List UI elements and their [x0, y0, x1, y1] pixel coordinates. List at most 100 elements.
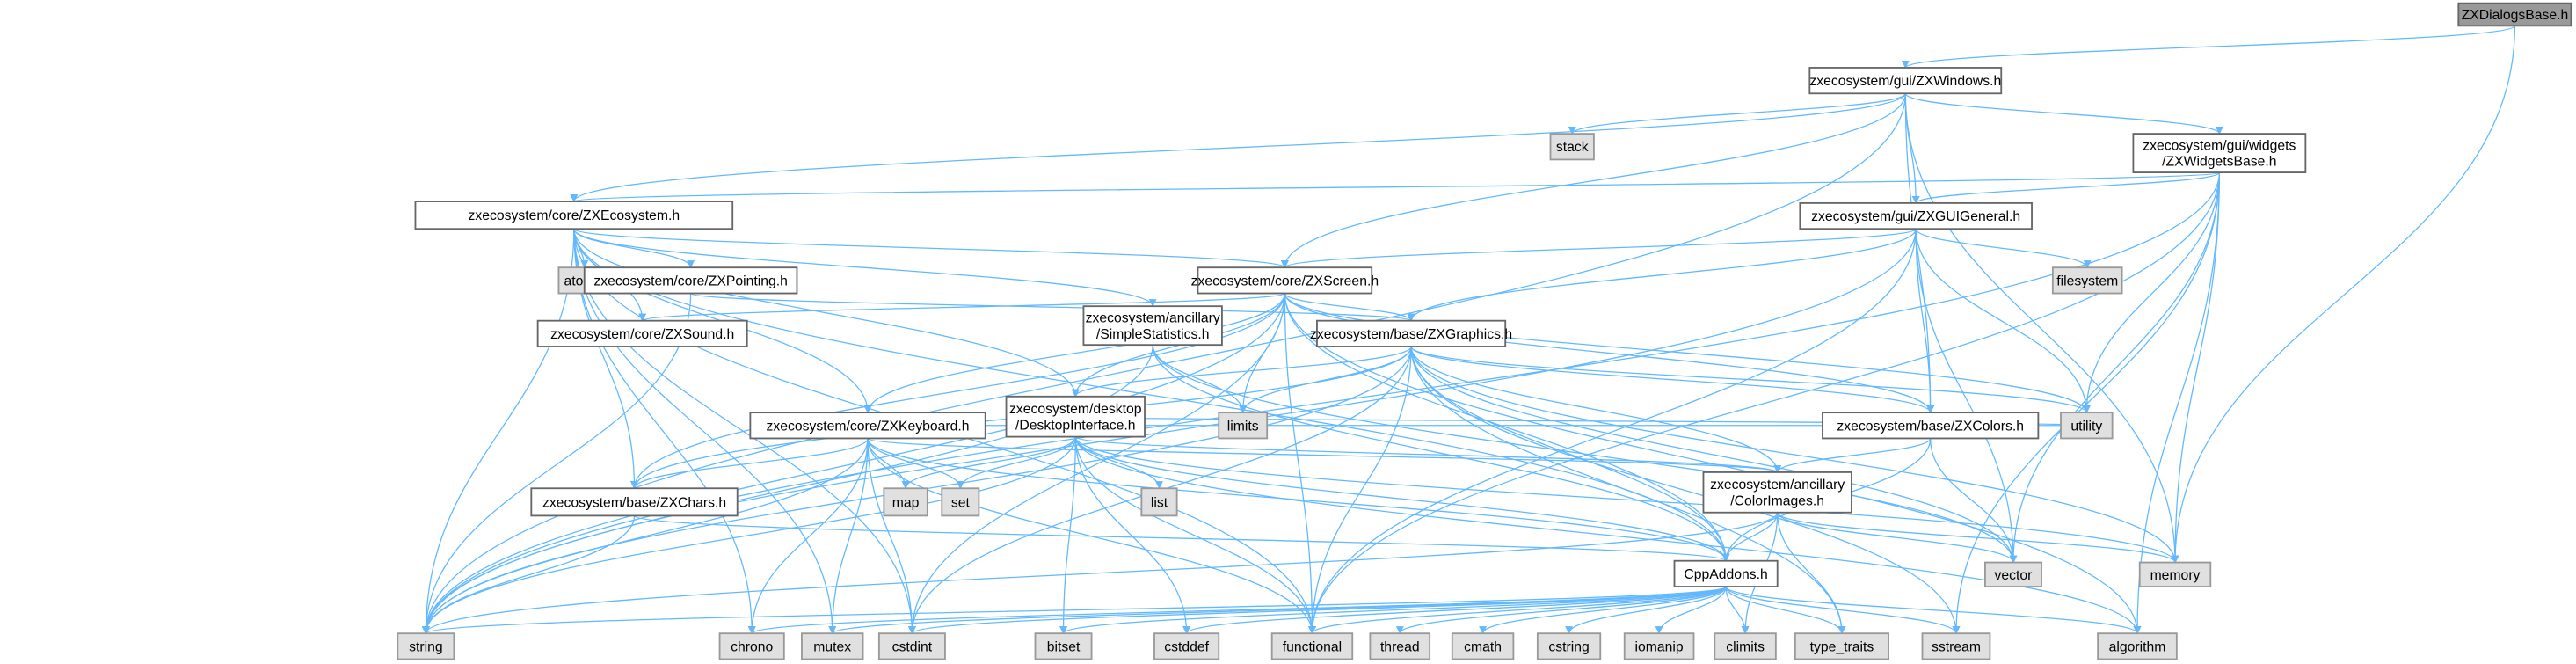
edge-keyboard-to-colorimages	[867, 437, 1781, 473]
node-box	[414, 201, 734, 230]
node-box	[2132, 133, 2307, 173]
node-graphics[interactable]: zxecosystem/base/ZXGraphics.h	[1310, 319, 1512, 347]
node-box	[1714, 632, 1777, 660]
node-colors[interactable]: zxecosystem/base/ZXColors.h	[1822, 412, 2040, 440]
node-label: string	[409, 639, 443, 654]
node-sound[interactable]: zxecosystem/core/ZXSound.h	[536, 319, 748, 347]
edge-pointing-to-graphics	[689, 292, 1415, 322]
node-label: mutex	[813, 639, 851, 654]
node-box	[1451, 632, 1515, 660]
node-box	[1984, 561, 2042, 587]
node-label: cstdint	[892, 639, 933, 654]
edge-chars-to-cppaddons	[633, 514, 1730, 562]
edge-keyboard-to-cstdint	[867, 438, 916, 635]
edge-screen-to-algorithm	[1284, 293, 2142, 635]
edge-screen-to-colors	[1284, 293, 1935, 414]
node-box	[530, 487, 739, 517]
node-screen[interactable]: zxecosystem/core/ZXScreen.h	[1191, 266, 1379, 295]
node-box	[2051, 266, 2123, 295]
node-label: type_traits	[1810, 639, 1874, 654]
node-vector: vector	[1984, 561, 2042, 587]
edge-windows-to-screen	[1280, 93, 1906, 269]
node-label: filesystem	[2056, 274, 2118, 288]
node-label: zxecosystem/core/ZXScreen.h	[1191, 274, 1379, 288]
edge-desktop-to-colorimages	[1074, 436, 1781, 473]
node-cppaddons[interactable]: CppAddons.h	[1673, 559, 1779, 587]
node-chrono: chrono	[718, 632, 785, 660]
edge-windows-to-stack	[1568, 92, 1906, 135]
node-box	[1270, 632, 1354, 660]
edge-guigeneral-to-screen	[1281, 228, 1917, 269]
node-box	[583, 266, 798, 295]
edge-graphics-to-utility	[1410, 346, 2091, 414]
edge-windows-to-ecosystem	[570, 93, 1906, 202]
edge-colors-to-vector	[1930, 438, 2018, 564]
edge-screen-to-cppaddons	[1284, 293, 1730, 562]
edge-keyboard-to-chars	[630, 438, 869, 490]
edge-cppaddons-to-string	[422, 586, 1727, 635]
node-box	[718, 632, 785, 660]
node-box	[1549, 133, 1595, 161]
edge-graphics-to-colorimages	[1410, 346, 1782, 473]
node-label: zxecosystem/core/ZXKeyboard.h	[767, 419, 970, 434]
node-pointing[interactable]: zxecosystem/core/ZXPointing.h	[583, 266, 798, 295]
node-chars[interactable]: zxecosystem/base/ZXChars.h	[530, 487, 739, 517]
node-colorimages[interactable]: zxecosystem/ancillary/ColorImages.h	[1702, 471, 1852, 514]
node-label: limits	[1227, 419, 1259, 434]
node-label: /ZXWidgetsBase.h	[2162, 155, 2276, 170]
node-label: /SimpleStatistics.h	[1096, 327, 1210, 342]
node-label: zxecosystem/gui/ZXWindows.h	[1809, 74, 2001, 89]
node-box	[941, 487, 980, 517]
node-box	[1808, 67, 2003, 95]
node-label: iomanip	[1635, 639, 1684, 654]
edge-cppaddons-to-chrono	[748, 586, 1727, 635]
edge-graphics-to-desktop	[1071, 346, 1412, 398]
edge-colors-to-colorimages	[1773, 438, 1932, 473]
edge-colorimages-to-memory	[1777, 512, 2179, 564]
edge-desktop-to-set	[956, 436, 1076, 490]
node-label: zxecosystem/desktop	[1009, 402, 1142, 417]
node-keyboard[interactable]: zxecosystem/core/ZXKeyboard.h	[749, 412, 986, 440]
node-guigeneral[interactable]: zxecosystem/gui/ZXGUIGeneral.h	[1799, 201, 2033, 230]
edge-ecosystem-to-simplestats	[573, 229, 1157, 308]
node-utility: utility	[2060, 412, 2114, 440]
node-label: utility	[2070, 419, 2102, 434]
edge-desktop-to-functional	[1074, 436, 1316, 635]
edge-windows-to-widgets	[1904, 92, 2223, 135]
node-label: bitset	[1047, 639, 1081, 654]
edge-cppaddons-to-functional	[1308, 586, 1727, 635]
node-label: zxecosystem/gui/ZXGUIGeneral.h	[1811, 209, 2020, 224]
edge-screen-to-keyboard	[863, 293, 1285, 414]
edge-desktop-to-cstddef	[1074, 436, 1191, 635]
node-root[interactable]: ZXDialogsBase.h	[2457, 2, 2572, 27]
node-label: cmath	[1464, 639, 1502, 654]
edge-keyboard-to-string	[421, 438, 869, 635]
node-label: sstream	[1932, 639, 1981, 654]
edge-guigeneral-to-colors	[1915, 229, 1935, 414]
node-widgets[interactable]: zxecosystem/gui/widgets/ZXWidgetsBase.h	[2132, 133, 2307, 173]
node-box	[1005, 395, 1146, 438]
node-ecosystem[interactable]: zxecosystem/core/ZXEcosystem.h	[414, 201, 734, 230]
node-desktop[interactable]: zxecosystem/desktop/DesktopInterface.h	[1005, 395, 1146, 438]
edge-colorimages-to-string	[422, 512, 1779, 635]
node-box	[536, 319, 748, 347]
node-box	[1623, 632, 1695, 660]
edge-keyboard-to-cppaddons	[867, 438, 1730, 562]
edge-desktop-to-memory	[1074, 436, 2179, 564]
node-label: chrono	[731, 639, 773, 654]
edge-widgets-to-algorithm	[2133, 172, 2221, 635]
node-box	[397, 632, 455, 660]
node-box	[877, 632, 946, 660]
node-label: zxecosystem/base/ZXColors.h	[1837, 419, 2024, 434]
node-box	[1316, 319, 1507, 347]
edge-root-to-memory	[2171, 26, 2516, 564]
node-box	[1082, 305, 1223, 347]
node-windows[interactable]: zxecosystem/gui/ZXWindows.h	[1808, 67, 2003, 95]
node-limits: limits	[1218, 412, 1269, 440]
node-box	[2097, 632, 2178, 660]
node-simplestats[interactable]: zxecosystem/ancillary/SimpleStatistics.h	[1082, 305, 1223, 347]
node-set: set	[941, 487, 980, 517]
node-label: functional	[1283, 639, 1342, 654]
node-climits: climits	[1714, 632, 1777, 660]
edge-desktop-to-cppaddons	[1074, 436, 1730, 562]
